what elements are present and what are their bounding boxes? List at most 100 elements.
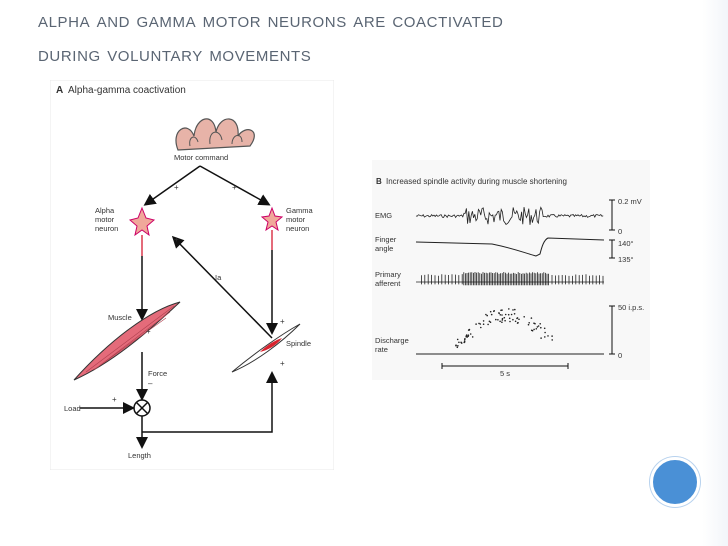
panel-b-heading: Increased spindle activity during muscle…	[386, 177, 567, 186]
discharge-rate-dot	[457, 345, 459, 347]
discharge-rate-dot	[486, 314, 488, 317]
discharge-rate-dot	[499, 314, 502, 316]
discharge-rate-dot	[482, 320, 485, 322]
command-to-gamma-arrow	[199, 165, 271, 206]
discharge-rate-dot	[501, 309, 503, 311]
discharge-rate-dot	[531, 329, 534, 332]
cortex-icon	[175, 118, 255, 151]
discharge-rate-dot	[490, 313, 493, 316]
length-feedback-arrow	[142, 371, 278, 433]
gamma-motor-neuron-icon	[260, 206, 284, 250]
panel-b-label: B	[376, 177, 382, 186]
force-label: Force	[148, 369, 167, 378]
alpha-motor-neuron-icon	[128, 206, 156, 256]
plus-sign: +	[174, 183, 179, 192]
plus-sign: +	[146, 327, 151, 336]
discharge-rate-dot	[497, 319, 499, 321]
finger-angle-row-label: Finger	[375, 235, 397, 244]
finger-angle-row-label: angle	[375, 244, 393, 253]
discharge-rate-dot	[547, 335, 549, 337]
load-label: Load	[64, 404, 81, 413]
discharge-rate-dot	[508, 308, 510, 310]
summing-junction-icon	[133, 399, 151, 417]
ia-label: Ia	[215, 273, 222, 282]
discharge-rate-dot	[544, 331, 546, 334]
discharge-rate-dot	[540, 337, 542, 339]
rate-scale-bar	[609, 305, 615, 355]
discharge-rate-dot	[487, 323, 489, 326]
discharge-rate-dot	[501, 317, 504, 320]
afferent-spike-line	[416, 272, 604, 286]
panel-a-label: A	[56, 85, 63, 96]
discharge-rate-dot	[479, 323, 482, 325]
slide-edge-decoration	[702, 0, 728, 546]
alpha-label-line: neuron	[95, 224, 118, 233]
discharge-rate-dot	[501, 321, 503, 323]
discharge-rate-dot	[537, 325, 540, 327]
discharge-rate-dot	[489, 310, 492, 313]
discharge-rate-dot	[516, 322, 519, 324]
discharge-rate-dot	[530, 317, 533, 319]
discharge-rate-dot	[528, 322, 530, 324]
alpha-gamma-coactivation-diagram: A Alpha-gamma coactivation Motor command…	[50, 80, 334, 470]
discharge-rate-dot	[488, 320, 491, 323]
discharge-rate-dot	[504, 319, 506, 322]
discharge-rate-dot	[463, 341, 465, 344]
discharge-rate-dot	[507, 313, 510, 316]
discharge-rate-dot	[495, 318, 497, 321]
emg-row-label: EMG	[375, 211, 392, 220]
discharge-rate-dot	[510, 313, 513, 316]
ia-afferent-arrow	[171, 235, 273, 339]
discharge-rate-dot	[469, 333, 472, 335]
rate-scale-label: 50 i.p.s.	[618, 303, 644, 312]
slide-title: Alpha and gamma motor neurons are coacti…	[38, 4, 718, 72]
discharge-rate-dot	[475, 323, 477, 325]
angle-high-label: 140°	[618, 239, 634, 248]
discharge-rate-dot	[512, 318, 514, 321]
discharge-rate-dots	[455, 308, 553, 349]
discharge-rate-dot	[478, 322, 480, 325]
discharge-rate-dot	[485, 313, 487, 316]
primary-afferent-row-label: afferent	[375, 279, 401, 288]
slide-title-line-2: during voluntary movements	[38, 43, 312, 66]
discharge-rate-dot	[544, 336, 546, 338]
discharge-rate-row-label: Discharge	[375, 336, 409, 345]
discharge-rate-dot	[540, 326, 542, 329]
discharge-rate-dot	[501, 319, 504, 321]
alpha-label-line: motor	[95, 215, 115, 224]
minus-sign: –	[148, 379, 153, 388]
time-scale-label: 5 s	[500, 369, 510, 378]
primary-afferent-trace	[416, 272, 604, 286]
emg-scale-bar	[609, 199, 615, 231]
discharge-rate-dot	[514, 320, 517, 323]
gamma-label-line: neuron	[286, 224, 309, 233]
discharge-rate-dot	[464, 338, 466, 340]
panel-b-frame	[372, 160, 650, 380]
discharge-rate-dot	[533, 328, 535, 331]
discharge-rate-dot	[499, 320, 501, 323]
angle-low-label: 135°	[618, 255, 634, 264]
discharge-rate-dot	[533, 322, 535, 324]
plus-sign: +	[174, 235, 179, 244]
discharge-rate-dot	[498, 312, 500, 314]
slide-corner-circle-decoration	[650, 457, 700, 507]
muscle-label: Muscle	[108, 313, 132, 322]
emg-trace-line	[415, 206, 604, 225]
discharge-rate-dot	[501, 314, 503, 316]
spindle-label: Spindle	[286, 339, 311, 348]
discharge-rate-dot	[514, 308, 516, 311]
discharge-rate-dot	[543, 327, 546, 330]
discharge-rate-dot	[535, 328, 538, 330]
discharge-rate-dot	[518, 318, 520, 321]
discharge-rate-dot	[480, 326, 482, 329]
primary-afferent-row-label: Primary	[375, 270, 401, 279]
discharge-rate-dot	[503, 316, 506, 319]
rate-zero-label: 0	[618, 351, 622, 360]
gamma-label-line: motor	[286, 215, 306, 224]
discharge-rate-dot	[471, 336, 474, 338]
panel-a-heading: Alpha-gamma coactivation	[68, 85, 186, 96]
discharge-rate-dot	[468, 329, 470, 331]
discharge-rate-row-label: rate	[375, 345, 388, 354]
discharge-rate-dot	[460, 342, 463, 344]
